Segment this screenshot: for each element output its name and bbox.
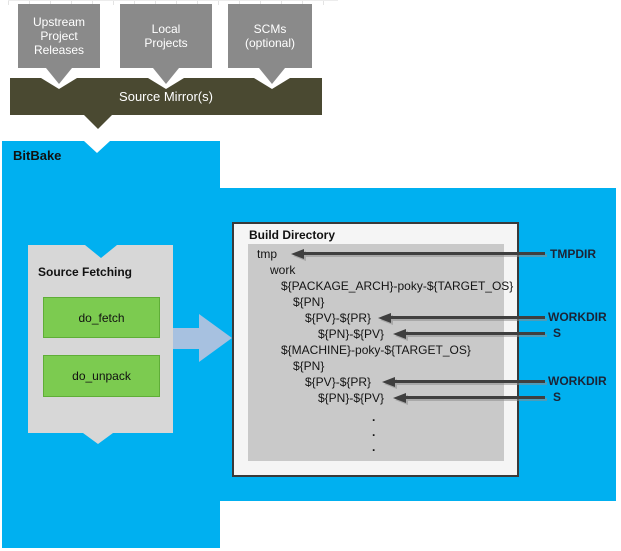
- tree-line-pn-1: ${PN}: [293, 295, 325, 309]
- arrow-head-icon: [291, 249, 304, 259]
- tree-line-tmp: tmp: [257, 247, 278, 261]
- tree-ellipsis-dot: .: [372, 410, 376, 424]
- scms-box-tail: [259, 68, 285, 84]
- tree-line-pn-pv-2: ${PN}-${PV}: [318, 391, 385, 405]
- build-directory-title: Build Directory: [249, 228, 336, 242]
- arrow-line: [405, 332, 545, 335]
- background-gridline-ticks: [8, 0, 338, 5]
- s-arrow-1: [393, 328, 545, 340]
- local-box-tail: [153, 68, 179, 84]
- tree-line-pn-2: ${PN}: [293, 359, 325, 373]
- tree-line-pn-pv-1: ${PN}-${PV}: [318, 327, 385, 341]
- arrow-head-icon: [393, 329, 406, 339]
- tmpdir-arrow: [291, 248, 545, 260]
- workdir-label-2: WORKDIR: [548, 374, 607, 388]
- do-fetch-task-box: do_fetch: [43, 297, 160, 338]
- bitbake-label: BitBake: [13, 148, 62, 163]
- source-fetching-box: [28, 245, 173, 433]
- arrow-line: [390, 316, 545, 319]
- source-fetching-bottom-tail: [83, 433, 113, 444]
- local-projects-box: Local Projects: [120, 4, 212, 68]
- workdir-arrow-2: [382, 376, 545, 388]
- arrow-head-icon: [378, 313, 391, 323]
- workdir-arrow-1: [378, 312, 545, 324]
- s-label-1: S: [553, 326, 562, 340]
- tree-line-machine: ${MACHINE}-poky-${TARGET_OS}: [281, 343, 471, 357]
- arrow-head-icon: [393, 393, 406, 403]
- upstream-box-tail: [46, 68, 72, 84]
- source-fetching-title: Source Fetching: [38, 265, 133, 279]
- directory-tree-panel: [248, 244, 504, 461]
- mirror-tail: [84, 115, 112, 129]
- tmpdir-label: TMPDIR: [550, 247, 596, 261]
- tree-line-pv-pr-2: ${PV}-${PR}: [305, 375, 372, 389]
- arrow-head-icon: [382, 377, 395, 387]
- tree-ellipsis-dot: .: [372, 425, 376, 439]
- upstream-project-releases-box: Upstream Project Releases: [18, 4, 100, 68]
- workdir-label-1: WORKDIR: [548, 310, 607, 324]
- arrow-line: [394, 380, 545, 383]
- tree-ellipsis-dot: .: [372, 440, 376, 454]
- do-unpack-task-box: do_unpack: [43, 355, 160, 397]
- flow-arrow-head: [199, 314, 232, 362]
- bitbake-top-notch: [84, 141, 110, 153]
- arrow-line: [405, 396, 545, 399]
- tree-line-package-arch: ${PACKAGE_ARCH}-poky-${TARGET_OS}: [281, 279, 514, 293]
- s-label-2: S: [553, 390, 562, 404]
- tree-line-pv-pr-1: ${PV}-${PR}: [305, 311, 372, 325]
- scms-optional-box: SCMs (optional): [228, 4, 312, 68]
- s-arrow-2: [393, 392, 545, 404]
- arrow-line: [303, 252, 545, 255]
- tree-line-work: work: [270, 263, 296, 277]
- source-fetching-top-notch: [85, 245, 117, 258]
- flow-arrow-shaft: [173, 328, 199, 349]
